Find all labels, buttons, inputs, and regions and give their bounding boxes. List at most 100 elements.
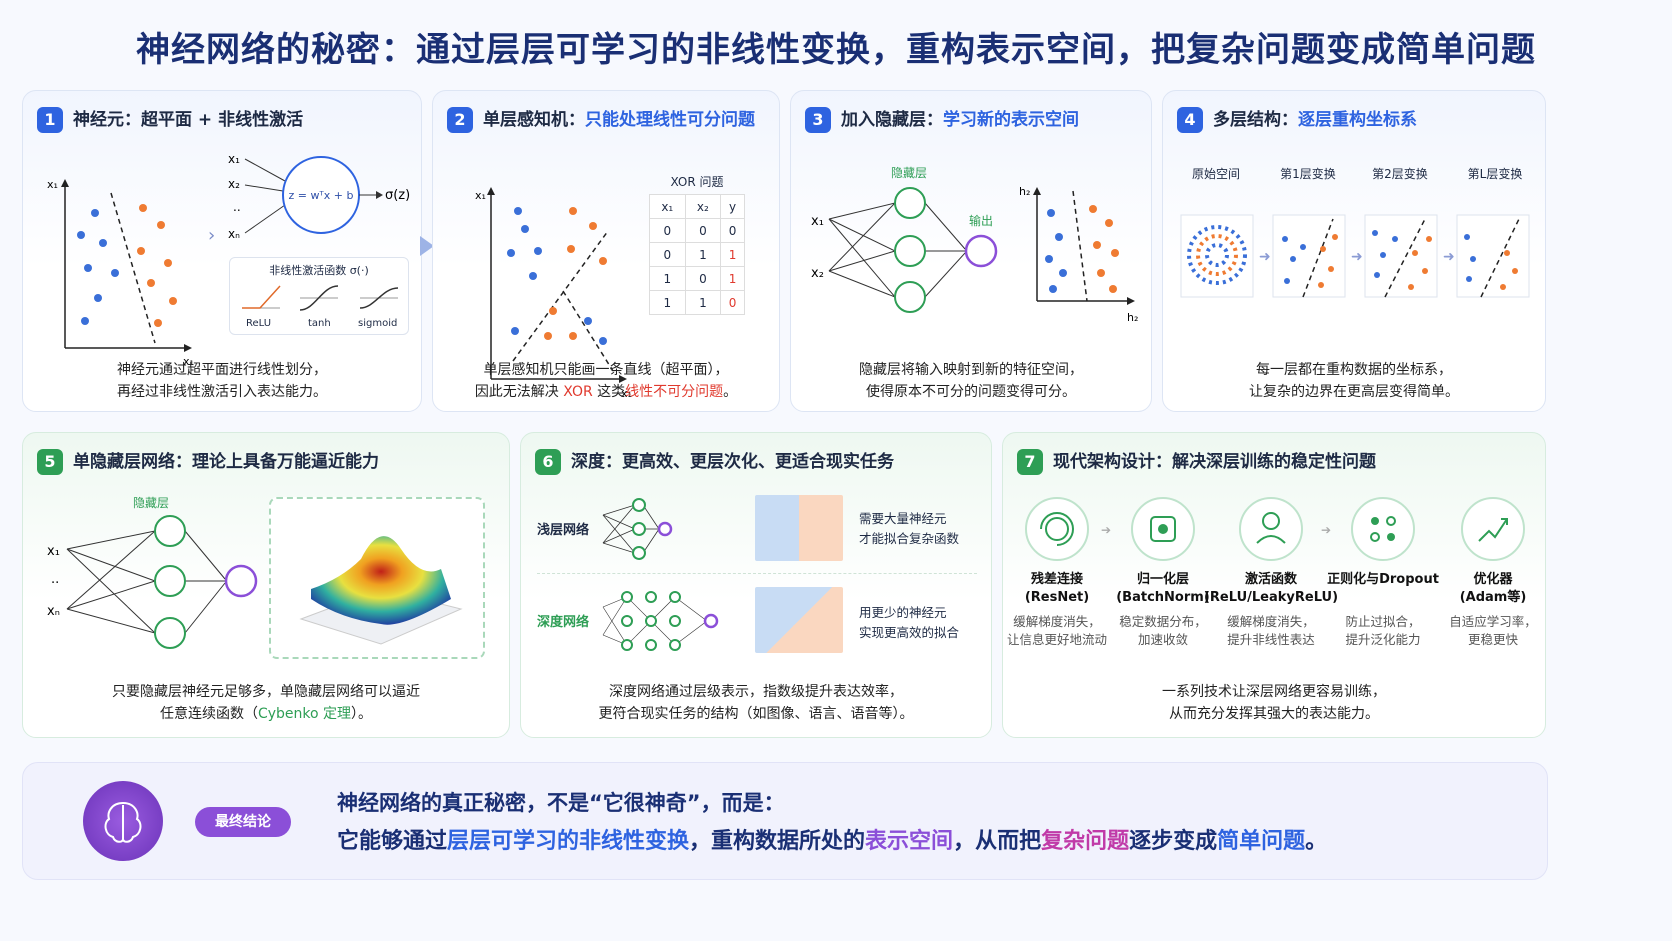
input-dots: .. — [51, 572, 59, 587]
input-x2: x₂ — [811, 266, 824, 281]
input-xn: xₙ — [228, 227, 240, 241]
caption-line: 每一层都在重构数据的坐标系， — [1256, 362, 1452, 378]
caption-line: 从而充分发挥其强大的表达能力。 — [1169, 706, 1379, 722]
single-hidden-network: 隐藏层 x₁ .. xₙ — [47, 496, 258, 649]
caption-line: 只要隐藏层神经元足够多，单隐藏层网络可以逼近 — [112, 684, 420, 700]
ring-dots — [1187, 225, 1247, 285]
flow-arrow-icon: ➔ — [1321, 523, 1332, 537]
panel-caption: 一系列技术让深层网络更容易训练， 从而充分发挥其强大的表达能力。 — [1003, 681, 1545, 725]
item-sub: (ResNet) — [1024, 590, 1090, 605]
stage-label-3: 第L层变换 — [1467, 167, 1523, 181]
panel-caption: 单层感知机只能画一条直线（超平面）， 因此无法解决 XOR 这类线性不可分问题。 — [433, 359, 779, 403]
flow-arrow-icon: ➔ — [1101, 523, 1112, 537]
hidden-label: 隐藏层 — [133, 496, 169, 510]
act-sigmoid: sigmoid — [358, 318, 398, 329]
caption-part: 这类 — [592, 384, 626, 400]
item-desc: 自适应学习率， — [1449, 614, 1537, 629]
panel-title-highlight: 学习新的表示空间 — [943, 110, 1079, 130]
panel-number: 1 — [37, 107, 63, 133]
item-desc: 防止过拟合， — [1345, 614, 1421, 629]
cell: 1 — [720, 242, 745, 267]
item-desc: 缓解梯度消失， — [1227, 614, 1315, 629]
text-part: 它能够通过 — [337, 829, 448, 854]
shallow-note: 需要大量神经元 才能拟合复杂函数 — [859, 509, 959, 549]
caption-line: 任意连续函数（Cybenko 定理）。 — [23, 703, 509, 725]
cell: 0 — [720, 218, 745, 243]
cell: 0 — [720, 290, 745, 315]
item-name: 残差连接 — [1030, 572, 1083, 587]
panel-number: 2 — [447, 107, 473, 133]
panel-multilayer-header: 4 多层结构：逐层重构坐标系 — [1177, 105, 1417, 133]
caption-line: 隐藏层将输入映射到新的特征空间， — [859, 362, 1083, 378]
cell: 1 — [720, 266, 745, 291]
item-name: 激活函数 — [1244, 572, 1297, 587]
stage-label-1: 第1层变换 — [1280, 167, 1336, 181]
caption-line: 单层感知机只能画一条直线（超平面）， — [483, 362, 729, 378]
neuron-formula: z = wᵀx + b — [289, 189, 354, 202]
note-line: 用更少的神经元 — [859, 605, 947, 620]
caption-line: 让复杂的边界在更高层变得简单。 — [1249, 384, 1459, 400]
text-part: 。 — [1305, 829, 1328, 854]
panel-title: 单层感知机： — [483, 110, 585, 130]
note-line: 需要大量神经元 — [859, 511, 947, 526]
caption-line: 一系列技术让深层网络更容易训练， — [1162, 684, 1386, 700]
axis-label: h₂ — [1127, 311, 1138, 324]
dropout-icon — [1351, 497, 1415, 561]
caption-part: ）。 — [351, 706, 373, 722]
arrow-icon: ➜ — [1443, 249, 1455, 265]
panel-modern-arch: 7 现代架构设计：解决深层训练的稳定性问题 ➔ ➔ 残差连接 (ResNet) 缓解梯… — [1002, 432, 1546, 738]
arrow-icon: ➜ — [1259, 249, 1271, 265]
note-line: 实现更高效的拟合 — [859, 625, 960, 640]
panel-number: 6 — [535, 449, 561, 475]
input-x1: x₁ — [47, 544, 60, 559]
page-title: 神经网络的秘密：通过层层可学习的非线性变换，重构表示空间，把复杂问题变成简单问题 — [136, 30, 1536, 70]
axis-label-x1: x₁ — [47, 178, 58, 191]
input-x1: x₁ — [228, 152, 240, 166]
activation-output: σ(z) — [385, 188, 410, 203]
panel-number: 4 — [1177, 107, 1203, 133]
cell: 1 — [684, 290, 722, 315]
panel-number: 5 — [37, 449, 63, 475]
panel-caption: 隐藏层将输入映射到新的特征空间， 使得原本不可分的问题变得可分。 — [791, 359, 1151, 403]
text-part: ，重构数据所处的 — [689, 829, 866, 854]
conclusion-badge: 最终结论 — [195, 807, 291, 837]
item-desc: 提升泛化能力 — [1345, 632, 1421, 647]
stage-label-0: 原始空间 — [1191, 167, 1240, 181]
cell: 1 — [649, 290, 686, 315]
arch-item-resnet: 残差连接(ResNet)缓解梯度消失，让信息更好地流动 — [977, 571, 1137, 649]
arrow-icon: › — [208, 225, 215, 246]
conclusion-banner: 最终结论 神经网络的真正秘密，不是“它很神奇”，而是： 它能够通过层层可学习的非… — [22, 762, 1548, 880]
item-name: 优化器 — [1473, 572, 1513, 587]
act-tanh: tanh — [308, 318, 331, 329]
item-desc: 加速收敛 — [1137, 632, 1188, 647]
conclusion-line1: 神经网络的真正秘密，不是“它很神奇”，而是： — [337, 791, 785, 815]
xor-scatter: x₁ x₁ — [475, 187, 632, 400]
axis-label: x₁ — [475, 189, 486, 202]
residual-icon — [1025, 497, 1089, 561]
panel-title-highlight: 逐层重构坐标系 — [1298, 110, 1417, 130]
item-desc: 提升非线性表达 — [1227, 632, 1315, 647]
panel-title: 现代架构设计：解决深层训练的稳定性问题 — [1053, 452, 1376, 472]
divider — [537, 573, 977, 574]
col-header: y — [720, 194, 745, 219]
arch-item-optimizer: 优化器(Adam等)自适应学习率，更稳更快 — [1411, 571, 1575, 649]
activation-icon — [1239, 497, 1303, 561]
panel-title: 多层结构： — [1213, 110, 1298, 130]
text-highlight: 复杂问题 — [1041, 829, 1130, 854]
text-highlight: 简单问题 — [1217, 829, 1306, 854]
caption-line: 使得原本不可分的问题变得可分。 — [866, 384, 1076, 400]
panel-number: 7 — [1017, 449, 1043, 475]
item-sub: (ReLU/LeakyReLU) — [1203, 590, 1339, 605]
text-part: ，从而把 — [953, 829, 1042, 854]
caption-line: 更符合现实任务的结构（如图像、语言、语音等）。 — [598, 706, 914, 722]
cell: 1 — [649, 266, 686, 291]
cell: 1 — [684, 242, 722, 267]
